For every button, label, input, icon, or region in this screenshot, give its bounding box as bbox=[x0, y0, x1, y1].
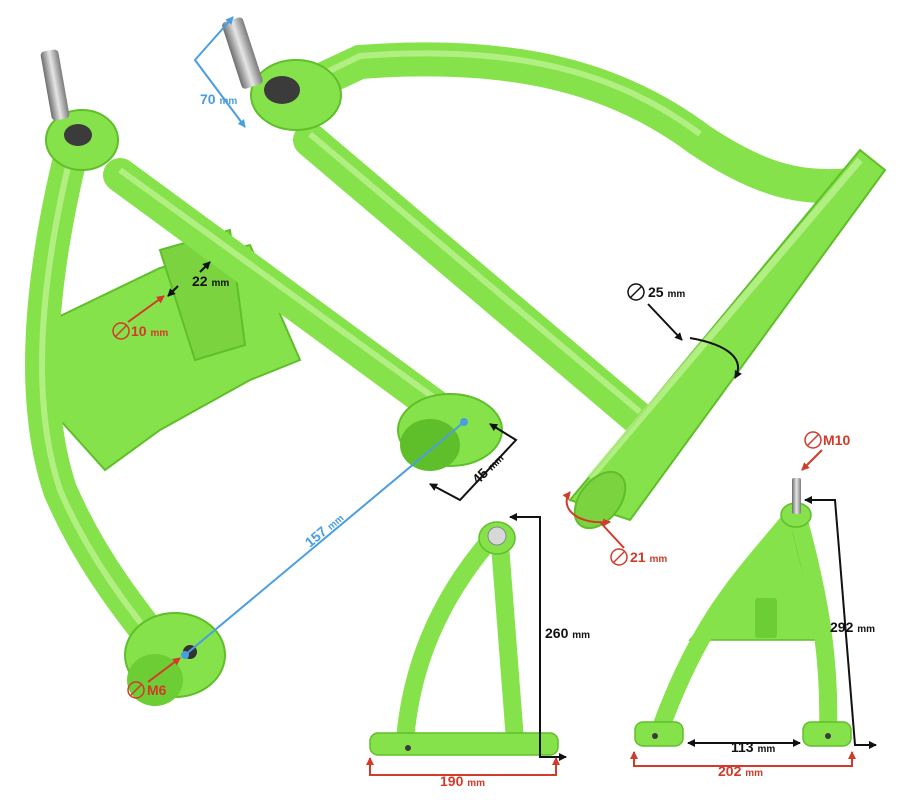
dim-45-line bbox=[429, 423, 518, 502]
upper-arm-cross-tube bbox=[568, 148, 887, 522]
arm-tube-rear bbox=[103, 158, 457, 427]
diameter-symbol-icon bbox=[610, 548, 628, 566]
label-70: 70 mm bbox=[200, 91, 237, 107]
dimension-annotations bbox=[127, 16, 877, 776]
small-arm-2-bracket bbox=[755, 598, 777, 638]
lower-a-arm bbox=[25, 49, 503, 706]
dim-25-arc bbox=[689, 337, 742, 379]
label-292: 292 mm bbox=[830, 619, 875, 635]
dim-25-line bbox=[647, 303, 683, 341]
diameter-symbol-icon bbox=[112, 322, 130, 340]
label-25: 25 mm bbox=[648, 284, 685, 300]
diameter-symbol-icon bbox=[627, 283, 645, 301]
dim-292-line bbox=[804, 496, 877, 749]
diameter-symbol-icon bbox=[127, 681, 145, 699]
upper-arm-tube-top bbox=[283, 42, 867, 204]
arm-ball-stud bbox=[40, 49, 70, 121]
label-113: 113 mm bbox=[731, 739, 775, 755]
dim-22-arrow-b bbox=[167, 285, 179, 297]
label-21: 21 mm bbox=[630, 549, 667, 565]
dim-m10-line bbox=[801, 449, 823, 471]
dim-202-line bbox=[630, 751, 856, 767]
label-202: 202 mm bbox=[718, 763, 763, 779]
diameter-symbol-icon bbox=[804, 431, 822, 449]
upper-a-arm bbox=[222, 17, 887, 530]
dim-70-line bbox=[193, 16, 246, 128]
upper-arm-ball-stud bbox=[222, 17, 263, 89]
label-m10: M10 bbox=[823, 432, 850, 448]
upper-arm-tube-lower bbox=[293, 123, 657, 437]
label-260: 260 mm bbox=[545, 625, 590, 641]
small-arm-1 bbox=[369, 521, 559, 756]
label-190: 190 mm bbox=[440, 773, 485, 789]
label-157: 157 mm bbox=[302, 509, 347, 550]
dim-10-line bbox=[127, 295, 165, 323]
dim-190-line bbox=[366, 757, 560, 776]
dimension-labels: 70 mm 22 mm 10 mm 157 mm 45 mm M6 25 mm … bbox=[112, 91, 875, 789]
small-arm-2-stud bbox=[792, 478, 801, 514]
dim-22-arrow-a bbox=[199, 261, 211, 273]
label-10: 10 mm bbox=[131, 323, 168, 339]
small-arm-2 bbox=[634, 478, 852, 747]
label-22: 22 mm bbox=[192, 273, 229, 289]
label-m6: M6 bbox=[147, 682, 167, 698]
small-arm-1-base-tube bbox=[369, 732, 559, 756]
dim-m6-line bbox=[147, 657, 181, 683]
dim-157-line bbox=[184, 421, 465, 656]
